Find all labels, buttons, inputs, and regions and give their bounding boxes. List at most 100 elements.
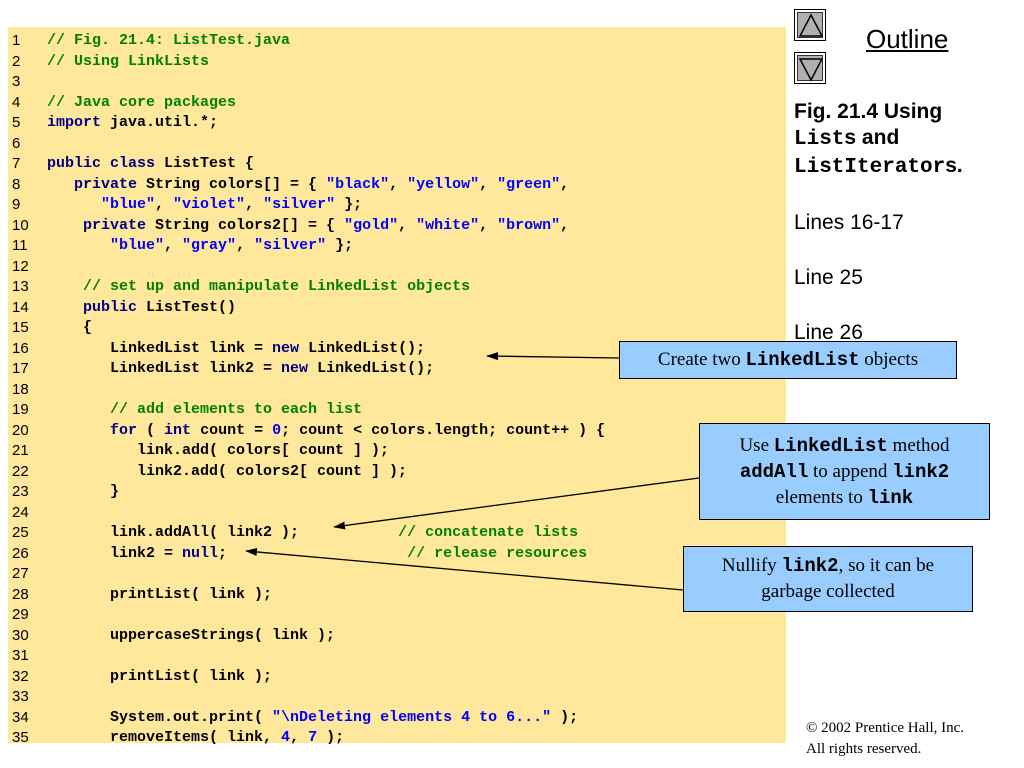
code-text: printList( link ); xyxy=(47,585,272,605)
line-number: 8 xyxy=(12,175,21,193)
code-token: "black" xyxy=(326,175,390,193)
line-number: 33 xyxy=(12,688,29,705)
arrow-to-line-16 xyxy=(486,352,620,361)
code-token: ListTest { xyxy=(155,155,255,172)
code-token: LinkedList link2 = xyxy=(47,360,282,377)
code-text: // set up and manipulate LinkedList obje… xyxy=(47,277,470,297)
line-number: 27 xyxy=(12,565,29,582)
code-text: } xyxy=(47,482,119,502)
code-token: ); xyxy=(551,708,579,726)
line-number: 6 xyxy=(12,134,21,152)
line-number: 24 xyxy=(12,503,29,521)
previous-slide-button[interactable] xyxy=(794,9,826,41)
code-token: "\nDeleting elements 4 to 6..." xyxy=(272,708,552,726)
code-token: ; count < colors.length; count++ ) { xyxy=(281,421,606,439)
copyright-line-2: All rights reserved. xyxy=(806,741,922,757)
code-token: // Fig. 21.4: ListTest.java xyxy=(47,32,291,49)
code-token: LinkedList(); xyxy=(299,339,426,357)
copyright-notice: © 2002 Prentice Hall, Inc. All rights re… xyxy=(806,718,964,760)
code-token: 4 xyxy=(281,729,291,746)
line-number: 13 xyxy=(12,278,29,295)
code-text: import java.util.*; xyxy=(47,113,218,133)
line-number: 30 xyxy=(12,626,29,644)
code-token: // set up and manipulate LinkedList obje… xyxy=(83,278,471,295)
line-number: 11 xyxy=(12,237,28,254)
code-text: private String colors2[] = { "gold", "wh… xyxy=(47,216,569,236)
code-token: // Using LinkLists xyxy=(47,52,210,70)
code-token: // concatenate lists xyxy=(398,524,579,541)
code-token: link.add( colors[ count ] ); xyxy=(47,442,390,459)
code-text: uppercaseStrings( link ); xyxy=(47,626,335,646)
line-number: 32 xyxy=(12,667,29,685)
code-token: java.util.*; xyxy=(101,114,219,131)
code-text: removeItems( link, 4, 7 ); xyxy=(47,728,344,748)
code-token: "violet" xyxy=(173,196,246,213)
code-text: printList( link ); xyxy=(47,667,272,687)
code-token: , xyxy=(155,196,174,213)
code-token: import xyxy=(47,114,102,131)
line-number: 5 xyxy=(12,114,21,131)
code-token: , xyxy=(560,216,570,234)
code-token: , xyxy=(389,175,408,193)
line-number: 35 xyxy=(12,729,29,746)
line-number: 20 xyxy=(12,421,29,439)
side-note-lines-16-17: Lines 16-17 xyxy=(794,211,904,234)
code-token: removeItems( link, xyxy=(47,729,282,746)
code-token: "white" xyxy=(416,216,480,234)
code-text: private String colors[] = { "black", "ye… xyxy=(47,175,569,195)
code-text: // Using LinkLists xyxy=(47,52,209,72)
code-text: // Java core packages xyxy=(47,93,236,113)
code-token: ListTest() xyxy=(137,298,237,316)
code-token: printList( link ); xyxy=(47,667,273,685)
line-number: 3 xyxy=(12,73,21,90)
callout-nullify: Nullify link2, so it can be garbage coll… xyxy=(683,546,973,612)
code-token: , xyxy=(479,175,498,193)
code-token: ); xyxy=(317,729,345,746)
line-number: 34 xyxy=(12,708,29,726)
line-number: 19 xyxy=(12,401,29,418)
code-token: 7 xyxy=(308,729,318,746)
line-number: 9 xyxy=(12,196,21,213)
code-token: }; xyxy=(335,196,363,213)
line-number: 10 xyxy=(12,216,29,234)
code-text: link.addAll( link2 ); // concatenate lis… xyxy=(47,523,578,543)
code-token: String colors2[] = { xyxy=(146,216,345,234)
code-token: } xyxy=(47,483,120,500)
caption-text-2: s and xyxy=(844,126,900,149)
line-number: 22 xyxy=(12,462,29,480)
code-text: link2 = null; // release resources xyxy=(47,544,587,564)
code-token: link2.add( colors2[ count ] ); xyxy=(47,462,408,480)
code-text: { xyxy=(47,318,92,338)
next-slide-button[interactable] xyxy=(794,52,826,84)
code-text: // add elements to each list xyxy=(47,400,362,420)
code-text: System.out.print( "\nDeleting elements 4… xyxy=(47,708,578,728)
code-token: ; xyxy=(218,544,408,562)
callout-addall: Use LinkedList method addAll to append l… xyxy=(699,423,990,520)
side-note-line-26: Line 26 xyxy=(794,321,863,344)
figure-caption: Fig. 21.4 Using Lists and ListIterators. xyxy=(794,99,1016,181)
code-token: int xyxy=(164,421,192,439)
side-note-line-25: Line 25 xyxy=(794,266,863,289)
code-token: , xyxy=(236,237,255,254)
code-text: link.add( colors[ count ] ); xyxy=(47,441,389,461)
code-token: }; xyxy=(326,237,354,254)
code-token: LinkedList(); xyxy=(308,360,435,377)
code-text: // Fig. 21.4: ListTest.java xyxy=(47,31,290,51)
code-token: public xyxy=(83,298,138,316)
code-token: "silver" xyxy=(254,237,327,254)
line-number: 12 xyxy=(12,257,29,275)
code-token: "yellow" xyxy=(407,175,480,193)
line-number: 25 xyxy=(12,524,29,541)
line-number: 18 xyxy=(12,380,29,398)
line-number: 15 xyxy=(12,319,29,336)
code-token: public class xyxy=(47,155,156,172)
code-token: "blue" xyxy=(101,196,156,213)
caption-line-1: Fig. 21.4 Using xyxy=(794,100,943,123)
code-token: , xyxy=(560,175,570,193)
code-token: , xyxy=(164,237,183,254)
code-token: "green" xyxy=(497,175,561,193)
code-text: public class ListTest { xyxy=(47,154,254,174)
outline-link[interactable]: Outline xyxy=(866,24,949,54)
